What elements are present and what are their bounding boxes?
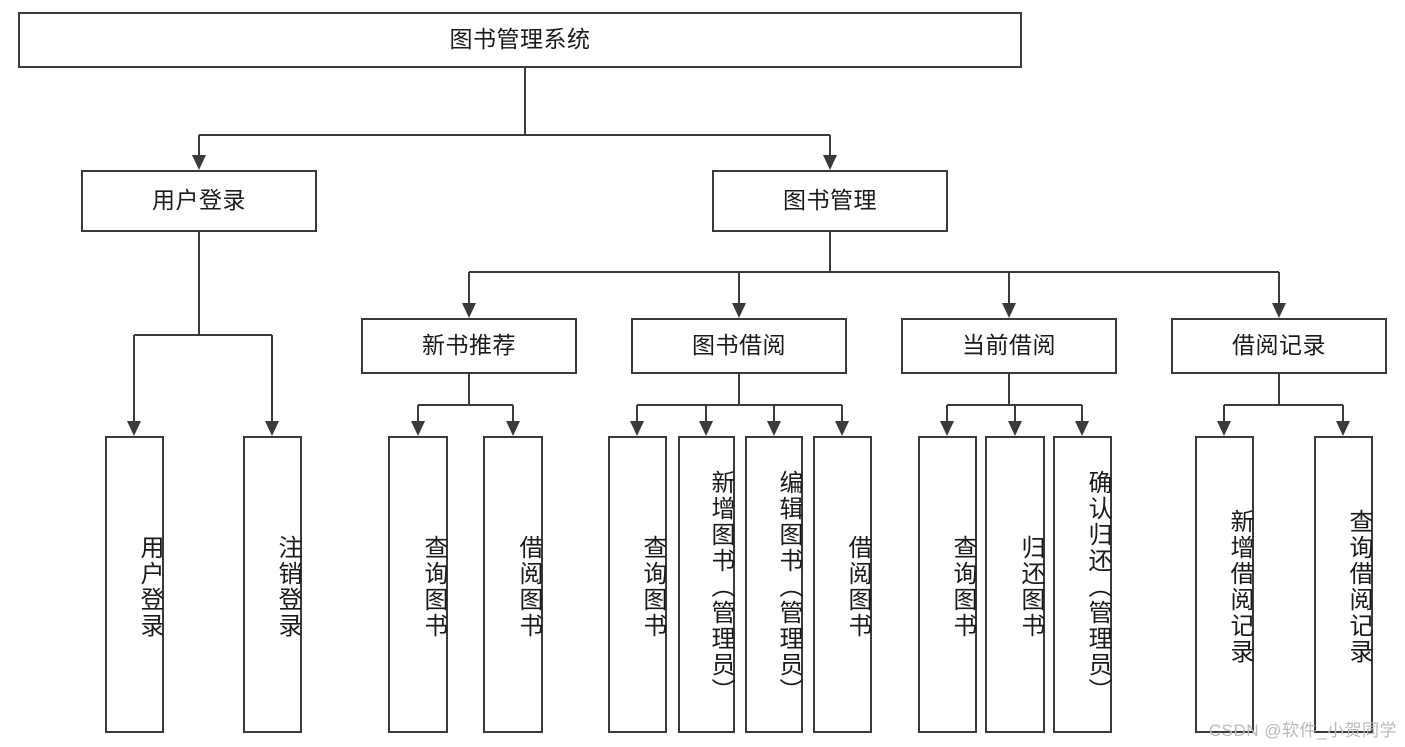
node-label: 注销登录	[274, 534, 301, 639]
node-level3-book-borrow[interactable]: 图书借阅	[631, 318, 847, 374]
node-label: 借阅记录	[1232, 332, 1326, 359]
arrowhead-icon	[1272, 303, 1286, 318]
node-leaf-leaf-borrow-book-rec[interactable]: 借阅图书	[483, 436, 543, 733]
arrowhead-icon	[699, 421, 713, 436]
node-leaf-leaf-confirm-return-admin[interactable]: 确认归还（管理员）	[1053, 436, 1112, 733]
arrowhead-icon	[1075, 421, 1089, 436]
arrowhead-icon	[630, 421, 644, 436]
node-label: 归还图书	[1017, 534, 1044, 639]
node-label: 图书借阅	[692, 332, 786, 359]
node-leaf-leaf-query-book-current[interactable]: 查询图书	[918, 436, 977, 733]
arrowhead-icon	[823, 155, 837, 170]
node-label: 用户登录	[152, 187, 246, 214]
node-label: 借阅图书	[844, 534, 871, 639]
node-leaf-leaf-add-book-admin[interactable]: 新增图书（管理员）	[678, 436, 735, 733]
node-leaf-leaf-add-borrow-record[interactable]: 新增借阅记录	[1195, 436, 1254, 733]
arrowhead-icon	[411, 421, 425, 436]
node-label: 编辑图书（管理员）	[775, 469, 802, 704]
arrowhead-icon	[732, 303, 746, 318]
arrowhead-icon	[1002, 303, 1016, 318]
arrowhead-icon	[1336, 421, 1350, 436]
arrowhead-icon	[127, 421, 141, 436]
node-level3-new-book-recommend[interactable]: 新书推荐	[361, 318, 577, 374]
node-leaf-leaf-query-book-borrow[interactable]: 查询图书	[608, 436, 667, 733]
node-label: 查询图书	[949, 534, 976, 639]
node-root-root[interactable]: 图书管理系统	[18, 12, 1022, 68]
node-level3-borrow-record[interactable]: 借阅记录	[1171, 318, 1387, 374]
node-level2-book-management[interactable]: 图书管理	[712, 170, 948, 232]
arrowhead-icon	[192, 155, 206, 170]
node-level2-user-login[interactable]: 用户登录	[81, 170, 317, 232]
node-label: 图书管理	[783, 187, 877, 214]
node-label: 新书推荐	[422, 332, 516, 359]
arrowhead-icon	[462, 303, 476, 318]
node-leaf-leaf-logout[interactable]: 注销登录	[243, 436, 302, 733]
node-leaf-leaf-user-login[interactable]: 用户登录	[105, 436, 164, 733]
node-leaf-leaf-borrow-book[interactable]: 借阅图书	[813, 436, 872, 733]
arrowhead-icon	[1008, 421, 1022, 436]
node-level3-current-borrow[interactable]: 当前借阅	[901, 318, 1117, 374]
arrowhead-icon	[940, 421, 954, 436]
node-label: 当前借阅	[962, 332, 1056, 359]
arrowhead-icon	[506, 421, 520, 436]
node-label: 查询借阅记录	[1345, 508, 1372, 665]
arrowhead-icon	[835, 421, 849, 436]
node-label: 查询图书	[639, 534, 666, 639]
node-leaf-leaf-query-book-rec[interactable]: 查询图书	[388, 436, 448, 733]
node-leaf-leaf-return-book[interactable]: 归还图书	[985, 436, 1045, 733]
arrowhead-icon	[265, 421, 279, 436]
node-label: 图书管理系统	[449, 26, 591, 53]
node-label: 新增图书（管理员）	[707, 469, 734, 704]
arrowhead-icon	[1217, 421, 1231, 436]
arrowhead-icon	[767, 421, 781, 436]
node-label: 新增借阅记录	[1226, 508, 1253, 665]
node-label: 借阅图书	[515, 534, 542, 639]
node-label: 查询图书	[420, 534, 447, 639]
node-leaf-leaf-query-borrow-record[interactable]: 查询借阅记录	[1314, 436, 1373, 733]
node-label: 用户登录	[136, 534, 163, 639]
node-label: 确认归还（管理员）	[1084, 469, 1111, 704]
node-leaf-leaf-edit-book-admin[interactable]: 编辑图书（管理员）	[745, 436, 803, 733]
